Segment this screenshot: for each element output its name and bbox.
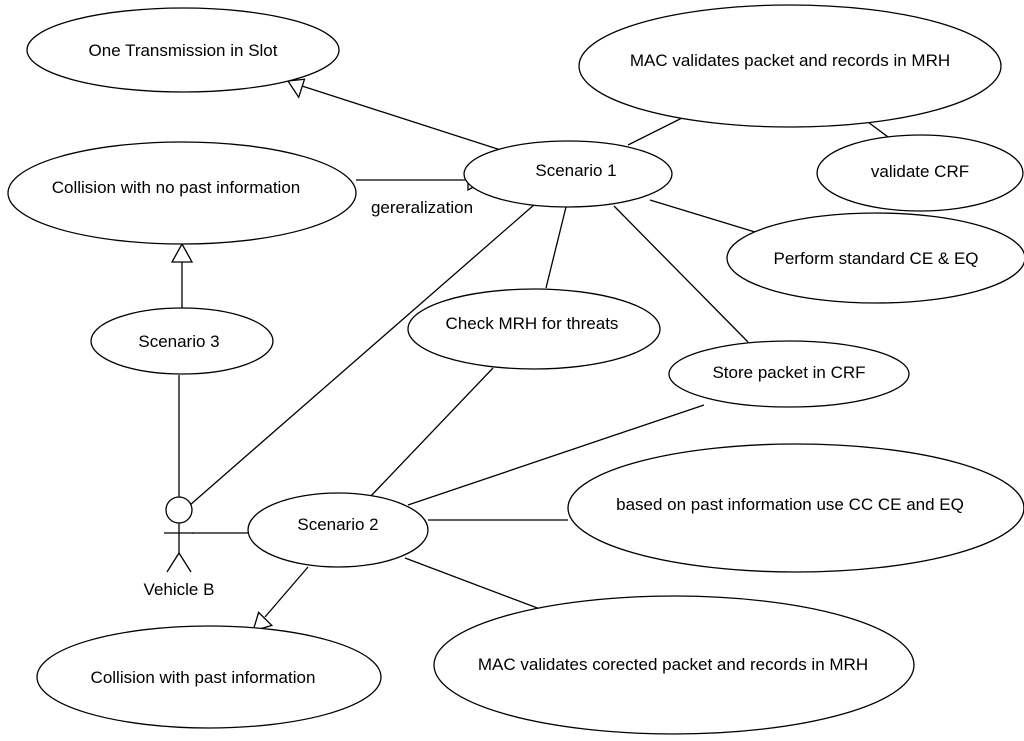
use-case-scenario-3[interactable]: Scenario 3 [90,307,274,375]
actor-head [165,496,193,524]
actor-label: Vehicle B [144,580,215,599]
use-case-collision-past[interactable]: Collision with past information [36,625,382,729]
use-case-collision-past-label: Collision with past information [91,668,316,687]
connectors [170,78,893,632]
gen-scenario2-collision-past [264,566,309,618]
actor-left-leg [166,552,180,573]
link-scenario1-mac-validates [627,117,683,146]
actor-right-leg [178,552,192,573]
use-case-perform-standard-label: Perform standard CE & EQ [773,249,978,268]
use-case-mac-validates-packet[interactable]: MAC validates packet and records in MRH [578,4,1002,128]
use-case-check-mrh-label: Check MRH for threats [446,314,619,333]
use-case-one-transmission-label: One Transmission in Slot [89,41,278,60]
link-scenario1-store-packet [613,205,749,343]
link-scenario1-check-mrh [545,206,567,289]
gen-scenario1-one-transmission [301,85,511,154]
link-scenario2-check-mrh [368,367,494,499]
use-case-one-transmission[interactable]: One Transmission in Slot [26,7,340,93]
use-case-scenario-2-label: Scenario 2 [297,515,378,534]
use-case-validate-crf[interactable]: validate CRF [816,134,1024,212]
use-case-based-on-past-label: based on past information use CC CE and … [616,495,964,514]
use-case-scenario-2[interactable]: Scenario 2 [247,492,429,568]
use-case-scenario-1[interactable]: Scenario 1 [463,140,673,208]
use-case-mac-validates-corrected[interactable]: MAC validates corected packet and record… [433,595,915,735]
gen-arrowhead-collision-no-past [170,242,194,263]
link-scenario1-vehicle-b [189,203,536,506]
use-case-store-packet[interactable]: Store packet in CRF [668,340,910,408]
generalization-label: gereralization [371,198,473,217]
link-scenario2-mac-corrected [404,557,549,613]
use-case-mac-validates-packet-label: MAC validates packet and records in MRH [630,51,950,70]
link-scenario2-store-packet [407,404,705,506]
gen-arrowhead-one-transmission [286,78,306,99]
use-case-scenario-1-label: Scenario 1 [535,161,616,180]
use-case-collision-no-past[interactable]: Collision with no past information [7,141,357,245]
use-case-scenario-3-label: Scenario 3 [138,332,219,351]
use-case-validate-crf-label: validate CRF [871,162,969,181]
use-case-mac-validates-corrected-label: MAC validates corected packet and record… [478,655,868,674]
use-case-perform-standard[interactable]: Perform standard CE & EQ [726,212,1024,304]
use-case-store-packet-label: Store packet in CRF [712,363,865,382]
link-scenario1-perform-standard [649,199,769,237]
use-case-check-mrh[interactable]: Check MRH for threats [407,288,661,370]
actor-vehicle-b[interactable]: Vehicle B [144,496,215,599]
use-case-collision-no-past-label: Collision with no past information [52,178,301,197]
use-case-based-on-past[interactable]: based on past information use CC CE and … [567,443,1024,573]
